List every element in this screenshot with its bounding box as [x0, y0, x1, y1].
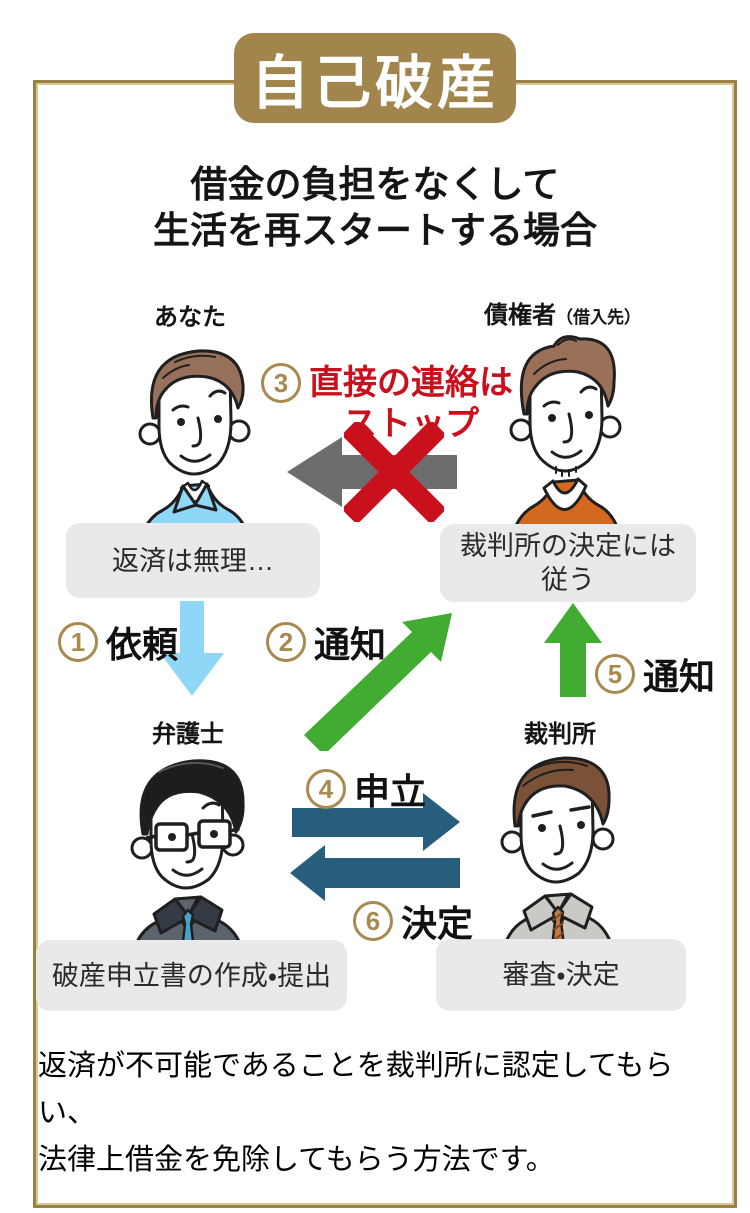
step-3-stop-contact: 3 直接の連絡は ストップ	[261, 363, 513, 445]
actor-label-court: 裁判所	[524, 721, 596, 748]
speech-lawyer-text: 破産申立書の作成・提出	[51, 960, 332, 991]
page-title: 自己破産	[250, 51, 499, 116]
actor-label-you: あなた	[154, 304, 226, 331]
step-4-number-badge: 4	[306, 769, 346, 809]
speech-box-court: 審査・決定	[436, 939, 686, 1011]
step-2-label: 通知	[314, 624, 387, 665]
arrow-notify-up-icon	[544, 603, 602, 697]
arrow-decision-left-icon	[290, 845, 460, 901]
step-3-label-line2: ストップ	[343, 405, 479, 443]
step-6-number-badge: 6	[353, 901, 393, 941]
speech-creditor-line2: 従う	[541, 565, 595, 595]
speech-box-you: 返済は無理…	[66, 523, 320, 598]
creditor-label-note: （借入先）	[556, 308, 641, 327]
step-6-decision: 6 決定	[353, 895, 473, 947]
arrow-stop-contact-icon	[287, 437, 457, 507]
step-4-label: 申立	[354, 771, 427, 812]
stop-x-icon	[344, 422, 444, 522]
step-5-number-badge: 5	[595, 654, 635, 694]
actor-label-creditor: 債権者（借入先）	[455, 295, 670, 330]
footer-description: 返済が不可能であることを裁判所に認定してもらい、 法律上借金を免除してもらう方法…	[38, 1043, 728, 1184]
footer-line1: 返済が不可能であることを裁判所に認定してもらい、	[38, 1050, 674, 1129]
step-5-label: 通知	[643, 656, 716, 697]
person-you-illustration	[136, 349, 254, 555]
step-1-number-badge: 1	[58, 622, 98, 662]
step-4-petition: 4 申立	[306, 763, 426, 815]
speech-box-creditor: 裁判所の決定には 従う	[440, 524, 696, 602]
actor-label-lawyer: 弁護士	[152, 721, 224, 748]
speech-box-lawyer: 破産申立書の作成・提出	[36, 940, 347, 1011]
subtitle-line2: 生活を再スタートする場合	[153, 210, 597, 251]
subtitle-line1: 借金の負担をなくして	[190, 164, 560, 205]
step-6-label: 決定	[401, 903, 474, 944]
arrow-notify-diagonal-icon	[304, 613, 452, 751]
title-badge: 自己破産	[234, 33, 516, 123]
step-3-number-badge: 3	[261, 363, 301, 403]
speech-court-text: 審査・決定	[502, 960, 620, 990]
creditor-label-main: 債権者	[484, 302, 556, 329]
step-1-label: 依頼	[106, 624, 179, 665]
arrow-request-down-icon	[160, 601, 224, 696]
step-3-label: 直接の連絡は ストップ	[309, 363, 513, 445]
step-2-number-badge: 2	[266, 622, 306, 662]
footer-line2: 法律上借金を免除してもらう方法です。	[38, 1144, 555, 1176]
arrow-petition-right-icon	[292, 793, 460, 851]
person-lawyer-illustration	[128, 759, 248, 969]
step-3-label-line1: 直接の連絡は	[309, 364, 513, 402]
subtitle: 借金の負担をなくして 生活を再スタートする場合	[0, 162, 750, 254]
speech-you-text: 返済は無理…	[112, 545, 274, 576]
step-5-notify: 5 通知	[595, 648, 715, 700]
speech-creditor-line1: 裁判所の決定には	[460, 531, 676, 561]
step-2-notify: 2 通知	[266, 616, 386, 668]
person-court-illustration	[498, 756, 618, 968]
step-1-request: 1 依頼	[58, 616, 178, 668]
